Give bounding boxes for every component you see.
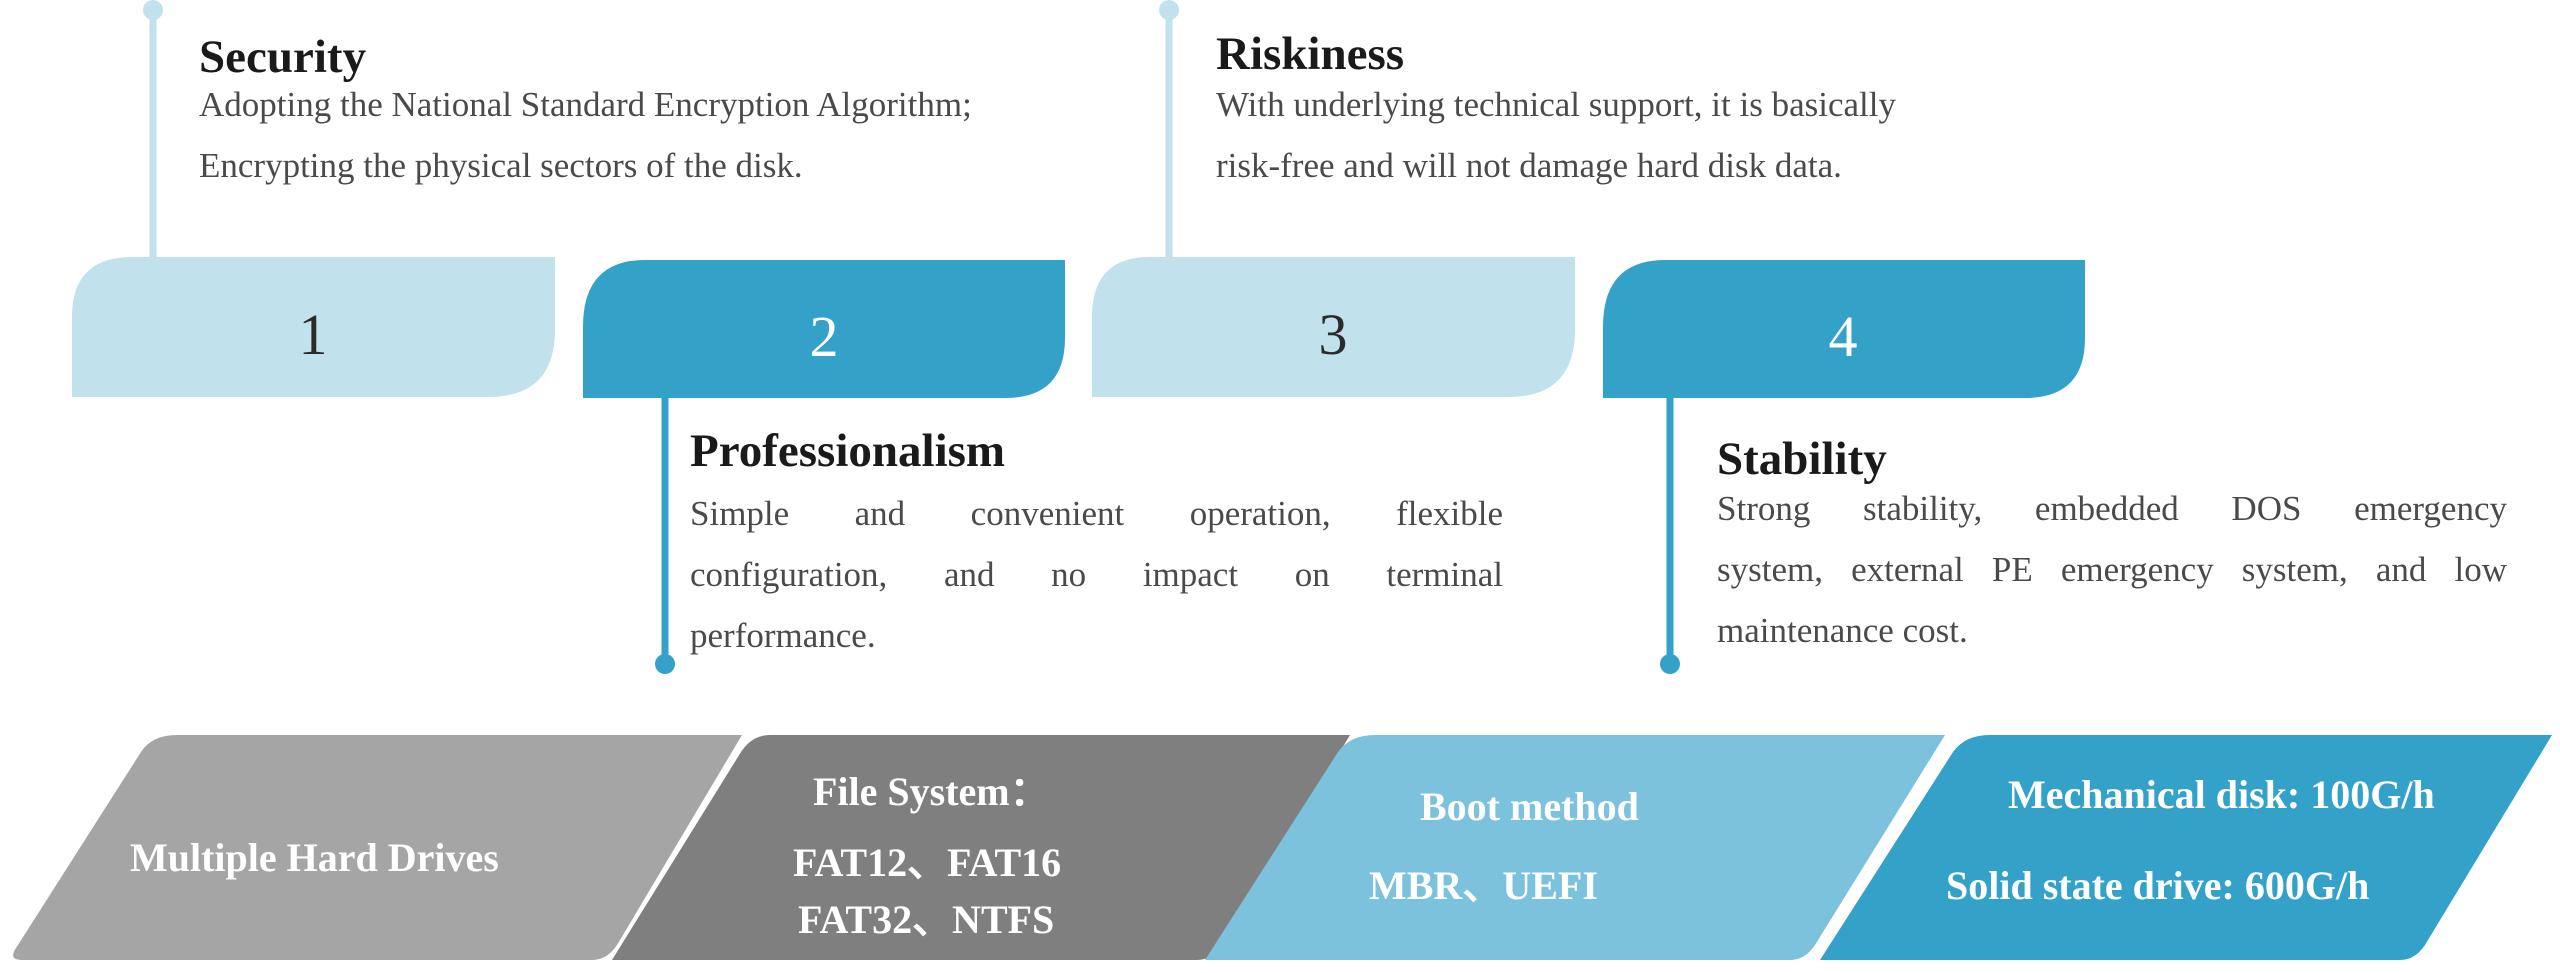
feature-shape-3 [1205, 735, 1945, 960]
connector-1-dot [143, 0, 163, 20]
step-desc-line: performance. [690, 616, 876, 655]
feature-ssd-speed: Solid state drive: 600G/h [1946, 863, 2370, 908]
step-desc-line: maintenance cost. [1717, 611, 1968, 650]
step-desc-line: Simple and convenient operation, flexibl… [690, 494, 1503, 533]
step-tab-1 [72, 257, 555, 397]
feature-shapes [13, 735, 2552, 960]
feature-file-system-line-1: FAT12、FAT16 [793, 840, 1062, 885]
feature-shape-4 [1820, 735, 2552, 960]
step-desc-stability: Strong stability, embedded DOS emergency… [1717, 478, 2507, 661]
step-title-stability: Stability [1717, 433, 1887, 485]
feature-file-system-label: File System： [813, 769, 1050, 814]
feature-shape-1 [13, 735, 743, 960]
step-desc-line: Encrypting the physical sectors of the d… [199, 146, 803, 185]
connector-3-dot [1159, 0, 1179, 20]
step-number-1: 1 [298, 302, 328, 367]
step-title-security: Security [199, 31, 367, 83]
feature-mechanical-disk-speed: Mechanical disk: 100G/h [2008, 772, 2435, 817]
step-tab-4 [1603, 260, 2085, 398]
step-desc-security: Adopting the National Standard Encryptio… [199, 74, 972, 196]
step-title-riskiness: Riskiness [1216, 28, 1405, 80]
connector-2-dot [655, 654, 675, 674]
feature-shape-2 [612, 735, 1350, 960]
feature-boot-method-value: MBR、UEFI [1369, 863, 1598, 908]
step-desc-line: Adopting the National Standard Encryptio… [199, 85, 972, 124]
feature-boot-method-label: Boot method [1420, 784, 1639, 829]
step-desc-riskiness: With underlying technical support, it is… [1216, 74, 1896, 196]
step-number-4: 4 [1828, 304, 1858, 369]
step-desc-line: With underlying technical support, it is… [1216, 85, 1896, 124]
step-desc-line: configuration, and no impact on terminal [690, 555, 1503, 594]
step-number-2: 2 [809, 304, 839, 369]
step-desc-professionalism: Simple and convenient operation, flexibl… [690, 483, 1503, 666]
step-tab-3 [1092, 257, 1575, 397]
step-tab-2 [583, 260, 1065, 398]
step-tabs [72, 257, 2085, 398]
step-desc-line: Strong stability, embedded DOS emergency [1717, 489, 2507, 528]
feature-multiple-hard-drives: Multiple Hard Drives [130, 835, 499, 880]
connector-4-dot [1660, 654, 1680, 674]
step-desc-line: system, external PE emergency system, an… [1717, 550, 2507, 589]
step-desc-line: risk-free and will not damage hard disk … [1216, 146, 1842, 185]
connectors [143, 0, 1680, 674]
step-title-professionalism: Professionalism [690, 425, 1006, 477]
step-number-3: 3 [1318, 302, 1348, 367]
feature-file-system-line-2: FAT32、NTFS [798, 897, 1055, 942]
